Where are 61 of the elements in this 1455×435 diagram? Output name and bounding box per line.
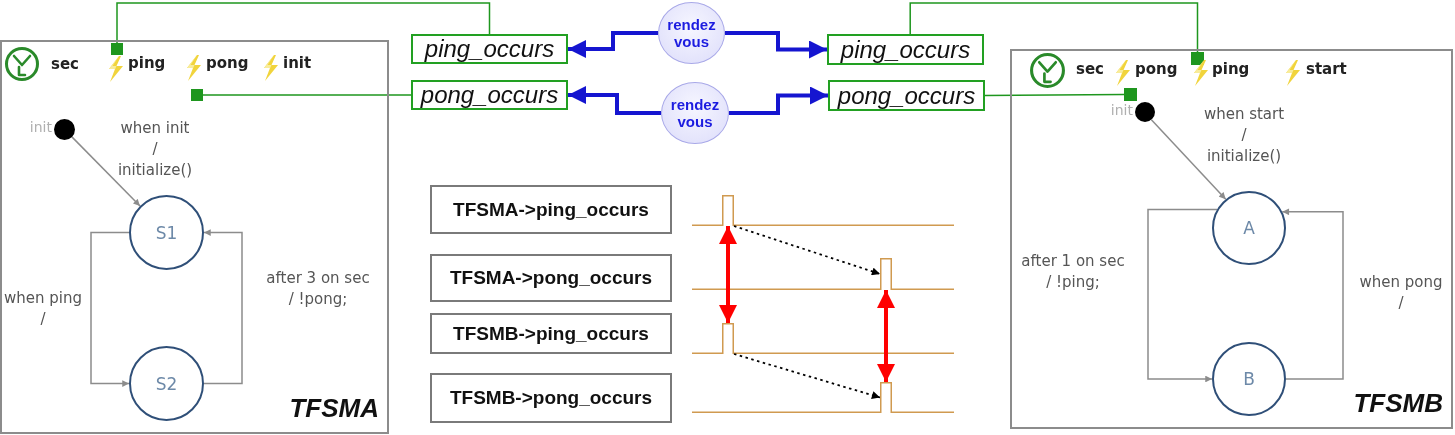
signal-pulse [722,323,734,354]
transition-label: after 1 on sec / !ping; [1020,251,1126,293]
signal-name: start [1306,60,1347,78]
signal-label-box: TFSMA->ping_occurs [430,185,672,234]
arrow [568,86,661,115]
state-circle: B [1212,342,1286,416]
arrow [729,86,828,115]
arrow [71,136,141,207]
pseudostate-label: init [28,119,52,135]
dotted-arrow [733,225,881,276]
connector-line [202,94,412,96]
rendezvous-circle: rendez vous [661,82,729,144]
arrow [725,31,827,59]
transition-label: when start / initialize() [1203,104,1285,167]
arrow [1147,208,1218,383]
frame-title: TFSMA [289,393,379,424]
signal-name: pong [1135,60,1178,78]
transition-label: after 3 on sec / !pong; [265,268,371,310]
state-circle: S1 [129,195,204,270]
signal-name: sec [51,55,79,73]
signal-label-box: TFSMA->pong_occurs [430,254,672,302]
port-square [191,89,203,101]
signal-name: sec [1076,60,1104,78]
signal-pulse [722,195,734,226]
double-arrow [719,226,737,323]
signal-name: ping [128,54,166,72]
pseudostate-label: init [1109,102,1133,118]
arrow [1281,208,1344,380]
initial-state-dot [1135,102,1155,122]
arrow [1150,118,1227,200]
signal-name: init [283,54,312,72]
transition-label: when pong / [1358,272,1444,314]
state-machine-frame [0,40,389,434]
event-box: ping_occurs [827,34,984,65]
connector-line [909,2,1199,53]
state-circle: S2 [129,346,204,421]
connector-line [984,93,1125,97]
signal-pulse [880,258,892,290]
signal-label-box: TFSMB->ping_occurs [430,313,672,354]
event-box: pong_occurs [411,80,568,110]
initial-state-dot [54,119,75,140]
arrow [568,31,658,58]
state-circle: A [1212,191,1286,265]
state-machine-frame [1010,49,1453,429]
transition-label: when init / initialize() [116,118,194,181]
port-square [111,43,123,55]
dotted-arrow [733,353,881,400]
transition-label: when ping / [3,288,83,330]
arrow [90,231,130,387]
arrow [203,229,243,385]
signal-label-box: TFSMB->pong_occurs [430,373,672,423]
double-arrow [877,290,895,382]
rendezvous-circle: rendez vous [658,2,725,64]
event-box: ping_occurs [411,34,568,64]
event-box: pong_occurs [828,80,985,111]
frame-title: TFSMB [1353,388,1443,419]
signal-pulse [880,382,892,413]
signal-name: pong [206,54,249,72]
port-square [1124,88,1137,101]
port-square [1191,52,1204,65]
signal-name: ping [1212,60,1250,78]
